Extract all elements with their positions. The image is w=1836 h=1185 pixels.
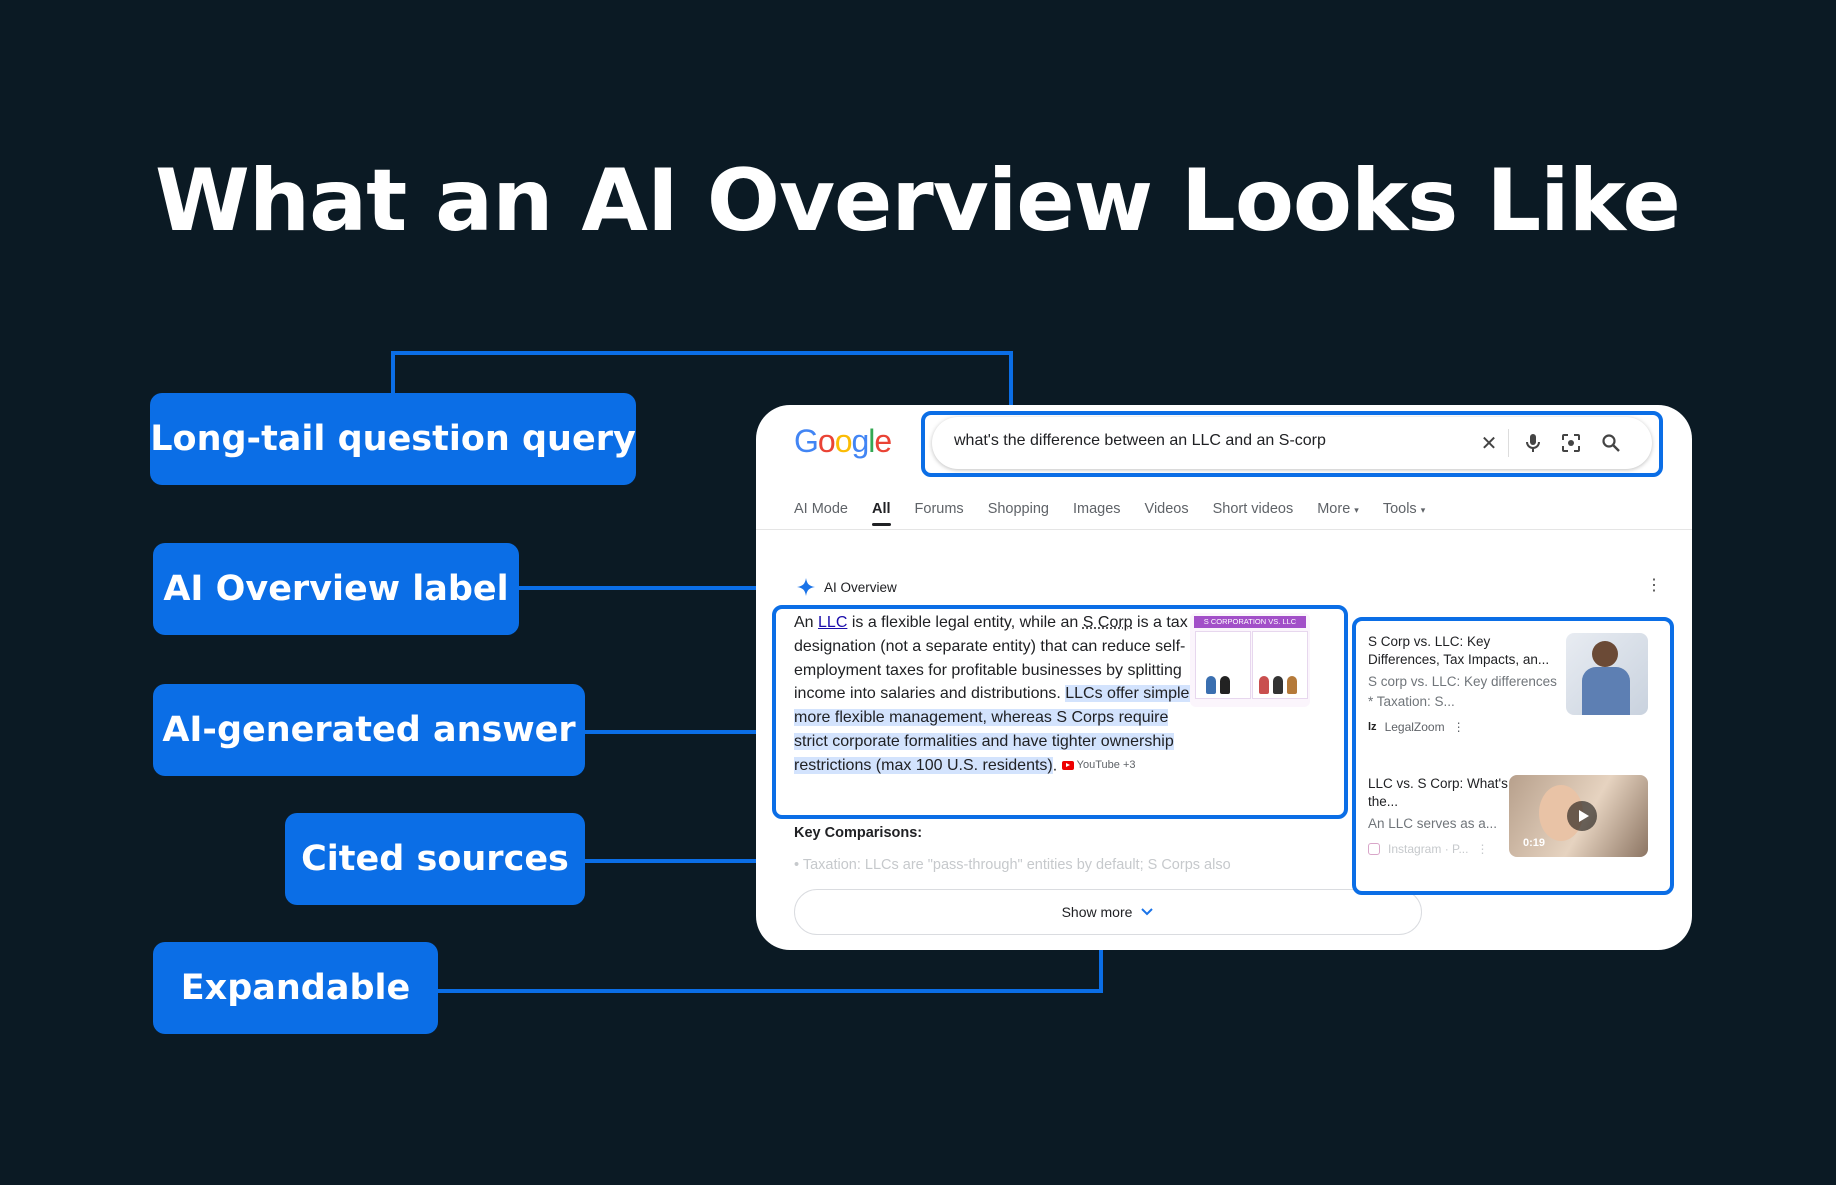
tab-videos[interactable]: Videos bbox=[1144, 501, 1189, 517]
infographic-thumbnail[interactable]: S CORPORATION VS. LLC bbox=[1190, 613, 1310, 707]
logo-letter: g bbox=[851, 423, 869, 459]
tab-images[interactable]: Images bbox=[1072, 501, 1121, 517]
source-site: LegalZoom bbox=[1384, 720, 1445, 734]
scorp-term[interactable]: S Corp bbox=[1082, 614, 1133, 631]
answer-text: An bbox=[794, 614, 819, 631]
chevron-down-icon bbox=[1141, 908, 1154, 916]
search-tabs: AI Mode All Forums Shopping Images Video… bbox=[794, 501, 1449, 526]
tab-short-videos[interactable]: Short videos bbox=[1212, 501, 1294, 517]
microphone-icon[interactable] bbox=[1520, 430, 1546, 456]
logo-letter: o bbox=[834, 423, 853, 459]
page-title: What an AI Overview Looks Like bbox=[155, 151, 1681, 251]
ai-overview-header: AI Overview bbox=[796, 577, 897, 597]
logo-letter: G bbox=[794, 423, 819, 459]
infographic-title: S CORPORATION VS. LLC bbox=[1194, 616, 1306, 628]
source-title: LLC vs. S Corp: What's the... bbox=[1368, 776, 1508, 809]
label-long-tail-query: Long-tail question query bbox=[150, 393, 636, 485]
faded-preview-text: Taxation: LLCs are "pass-through" entiti… bbox=[802, 857, 1231, 873]
answer-text: is a flexible legal entity, while an bbox=[847, 614, 1083, 631]
label-ai-overview: AI Overview label bbox=[153, 543, 519, 635]
source-snippet: An LLC serves as a... bbox=[1368, 816, 1498, 831]
clear-icon[interactable]: ✕ bbox=[1480, 432, 1498, 455]
label-expandable: Expandable bbox=[153, 942, 438, 1034]
source-title: S Corp vs. LLC: Key Differences, Tax Imp… bbox=[1368, 634, 1550, 667]
tab-shopping[interactable]: Shopping bbox=[987, 501, 1049, 517]
tab-ai-mode[interactable]: AI Mode bbox=[794, 501, 848, 517]
person-figure bbox=[1273, 676, 1283, 694]
logo-letter: l bbox=[868, 423, 875, 459]
instagram-icon bbox=[1368, 843, 1380, 855]
source-card[interactable]: S Corp vs. LLC: Key Differences, Tax Imp… bbox=[1368, 633, 1564, 734]
tab-all[interactable]: All bbox=[872, 501, 891, 526]
legalzoom-icon: lz bbox=[1368, 721, 1377, 733]
infographic-column bbox=[1195, 631, 1251, 699]
logo-letter: o bbox=[817, 423, 836, 459]
more-options-icon[interactable]: ⋮ bbox=[1646, 577, 1662, 594]
tab-tools-label: Tools bbox=[1382, 501, 1417, 517]
label-cited-sources: Cited sources bbox=[285, 813, 585, 905]
source-site-row: Instagram · P... ⋮ bbox=[1368, 842, 1528, 856]
youtube-icon bbox=[1061, 761, 1074, 771]
more-options-icon[interactable]: ⋮ bbox=[1476, 842, 1489, 856]
lens-icon[interactable] bbox=[1558, 430, 1584, 456]
video-duration: 0:19 bbox=[1523, 837, 1546, 849]
source-site: Instagram · P... bbox=[1388, 842, 1469, 856]
person-figure bbox=[1592, 641, 1618, 667]
faded-preview-line: • Taxation: LLCs are "pass-through" enti… bbox=[794, 857, 1231, 873]
tab-tools[interactable]: Tools ▾ bbox=[1383, 501, 1425, 517]
source-card[interactable]: LLC vs. S Corp: What's the... An LLC ser… bbox=[1368, 775, 1528, 856]
play-icon[interactable] bbox=[1567, 801, 1597, 831]
sparkle-icon bbox=[797, 578, 815, 596]
source-site-row: lz LegalZoom ⋮ bbox=[1368, 720, 1564, 734]
play-glyph bbox=[1579, 810, 1589, 822]
show-more-button[interactable]: Show more bbox=[794, 889, 1422, 935]
person-figure bbox=[1582, 667, 1630, 715]
source-snippet: S corp vs. LLC: Key differences * Taxati… bbox=[1368, 674, 1557, 709]
tab-more[interactable]: More ▾ bbox=[1317, 501, 1359, 517]
caret-down-icon: ▾ bbox=[1420, 505, 1426, 515]
tab-forums[interactable]: Forums bbox=[914, 501, 964, 517]
person-figure bbox=[1220, 676, 1230, 694]
more-options-icon[interactable]: ⋮ bbox=[1452, 720, 1465, 734]
query-highlight-frame bbox=[921, 411, 1663, 477]
search-divider bbox=[1508, 429, 1509, 457]
google-logo[interactable]: Google bbox=[794, 423, 892, 460]
answer-text: . bbox=[1052, 757, 1058, 775]
infographic-column bbox=[1252, 631, 1308, 699]
person-figure bbox=[1259, 676, 1269, 694]
llc-link[interactable]: LLC bbox=[818, 614, 848, 631]
logo-letter: e bbox=[874, 423, 892, 459]
show-more-label: Show more bbox=[1061, 904, 1133, 920]
video-thumbnail[interactable]: 0:19 bbox=[1509, 775, 1648, 857]
key-comparisons-heading: Key Comparisons: bbox=[794, 825, 923, 841]
source-chip[interactable]: YouTube +3 bbox=[1061, 754, 1136, 778]
answer-highlight-frame bbox=[772, 605, 1348, 819]
search-input[interactable]: what's the difference between an LLC and… bbox=[932, 417, 1652, 469]
person-figure bbox=[1206, 676, 1216, 694]
search-query-text[interactable]: what's the difference between an LLC and… bbox=[954, 432, 1326, 449]
caret-down-icon: ▾ bbox=[1354, 505, 1359, 515]
ai-answer-text: An LLC is a flexible legal entity, while… bbox=[794, 611, 1202, 778]
ai-overview-label: AI Overview bbox=[824, 579, 897, 595]
answer-text: is a tax designation (not a separate ent… bbox=[794, 614, 1188, 703]
source-chip-label: YouTube +3 bbox=[1076, 758, 1136, 771]
google-results-card: Google what's the difference between an … bbox=[756, 405, 1692, 950]
search-icon[interactable] bbox=[1598, 430, 1624, 456]
label-ai-generated-answer: AI-generated answer bbox=[153, 684, 585, 776]
tabs-divider bbox=[756, 529, 1692, 530]
tab-more-label: More bbox=[1317, 501, 1351, 517]
source-thumbnail[interactable] bbox=[1566, 633, 1648, 715]
person-figure bbox=[1287, 676, 1297, 694]
